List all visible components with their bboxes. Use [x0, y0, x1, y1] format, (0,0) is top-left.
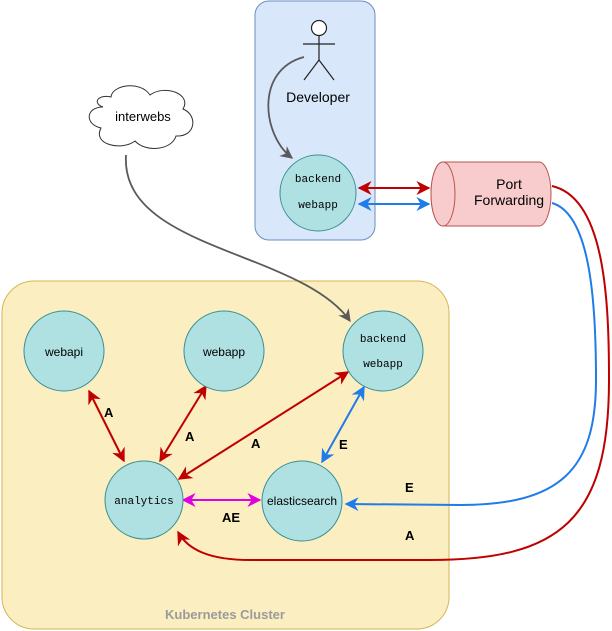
local-backend-line1: backend — [295, 174, 341, 186]
edge-label-portfwd-elasticsearch: E — [405, 480, 414, 495]
backend-analytics-arrow — [177, 371, 350, 480]
cluster-label: Kubernetes Cluster — [165, 607, 285, 622]
analytics-node: analytics — [104, 460, 184, 540]
elasticsearch-node: elasticsearch — [261, 460, 343, 542]
webapi-analytics-arrow — [88, 389, 125, 463]
analytics-label: analytics — [114, 496, 173, 508]
interwebs-cloud-icon: interwebs — [88, 85, 194, 149]
webapp-label: webapp — [202, 345, 245, 359]
cluster-backend-webapp-node: backend webapp — [342, 310, 424, 392]
elasticsearch-label: elasticsearch — [267, 494, 337, 508]
local-backend-webapp-node: backend webapp — [279, 154, 357, 232]
edge-label-portfwd-analytics: A — [405, 528, 415, 543]
portfwd-to-analytics-arrow — [177, 185, 611, 561]
edge-label-analytics-elasticsearch: AE — [222, 510, 240, 525]
webapp-node: webapp — [183, 310, 265, 392]
local-backend-line2: webapp — [298, 200, 338, 212]
webapi-label: webapi — [44, 345, 83, 359]
portfwd-to-elasticsearch-arrow — [344, 202, 598, 512]
developer-actor-icon — [303, 19, 335, 81]
edge-label-backend-analytics: A — [251, 436, 261, 451]
cloud-label: interwebs — [115, 109, 171, 124]
port-forwarding-label-line2: Forwarding — [474, 192, 544, 208]
cluster-backend-line2: webapp — [363, 359, 403, 371]
cluster-backend-line1: backend — [360, 334, 406, 346]
developer-to-local-backend-arrow — [267, 56, 305, 159]
interwebs-to-cluster-backend-arrow — [125, 154, 351, 323]
developer-label: Developer — [286, 89, 350, 105]
edge-label-backend-elasticsearch: E — [339, 437, 348, 452]
backend-elasticsearch-arrow — [321, 385, 365, 464]
port-forwarding-label-line1: Port — [496, 176, 522, 192]
edge-label-webapp-analytics: A — [185, 429, 195, 444]
webapi-node: webapi — [23, 310, 105, 392]
edge-label-webapi-analytics: A — [104, 405, 114, 420]
port-forwarding-cylinder: Port Forwarding — [430, 161, 552, 227]
